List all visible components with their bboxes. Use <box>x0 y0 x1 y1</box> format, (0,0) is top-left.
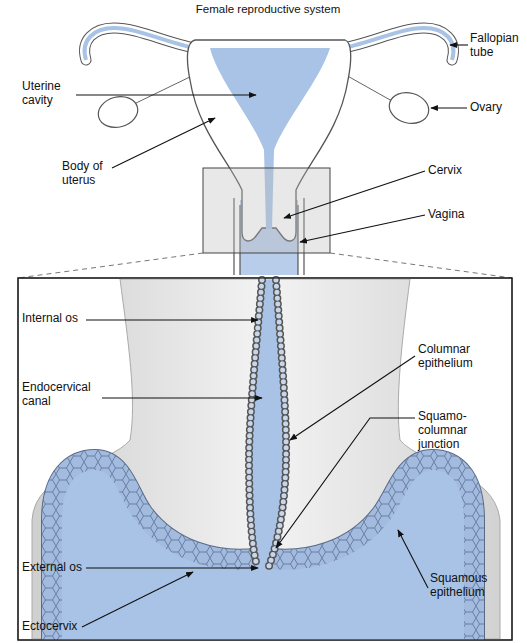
uterus-overview <box>18 28 512 278</box>
leader-lines <box>76 45 468 627</box>
part-label: Internal os <box>22 312 112 326</box>
leader-line <box>431 107 467 108</box>
detail-frame <box>18 278 512 640</box>
zoom-guide <box>18 253 512 278</box>
diagram-title: Female reproductive system <box>138 3 398 15</box>
leader-line <box>82 572 193 627</box>
detail-frame-border <box>18 278 512 640</box>
part-label: Squamous epithelium <box>430 572 496 600</box>
part-label: Fallopian tube <box>470 32 526 60</box>
leader-line <box>300 215 425 242</box>
leader-line <box>112 118 215 168</box>
columnar-epithelium-edge <box>249 280 286 566</box>
part-label: Squamo-columnar junction <box>418 410 482 451</box>
ovary-shape <box>386 88 432 127</box>
part-label: Ectocervix <box>22 620 112 634</box>
leader-line <box>290 356 415 440</box>
part-label: Ovary <box>470 101 526 115</box>
part-label: Body of uterus <box>62 160 112 188</box>
part-label: Columnar epithelium <box>418 343 490 371</box>
leader-line <box>398 530 428 588</box>
ovarian-ligament <box>344 74 392 101</box>
part-label: Endocervical canal <box>22 381 100 409</box>
part-label: External os <box>22 561 112 575</box>
endocervical-canal-shape <box>249 280 286 569</box>
columnar-epithelium-cells <box>249 280 286 566</box>
leader-line <box>450 44 468 45</box>
leader-line <box>86 567 258 568</box>
leader-line <box>102 397 262 398</box>
leader-line <box>86 319 258 320</box>
part-label: Uterine cavity <box>22 80 74 108</box>
zoom-box <box>203 168 330 253</box>
ovarian-ligament <box>134 74 196 104</box>
leader-line <box>76 94 256 95</box>
ovary-shape <box>95 92 141 131</box>
cervical-tissue <box>32 279 500 639</box>
part-label: Cervix <box>428 164 518 178</box>
cervix-detail <box>18 278 512 640</box>
leader-line <box>284 171 425 218</box>
leader-line <box>276 418 415 548</box>
part-label: Vagina <box>428 208 518 222</box>
